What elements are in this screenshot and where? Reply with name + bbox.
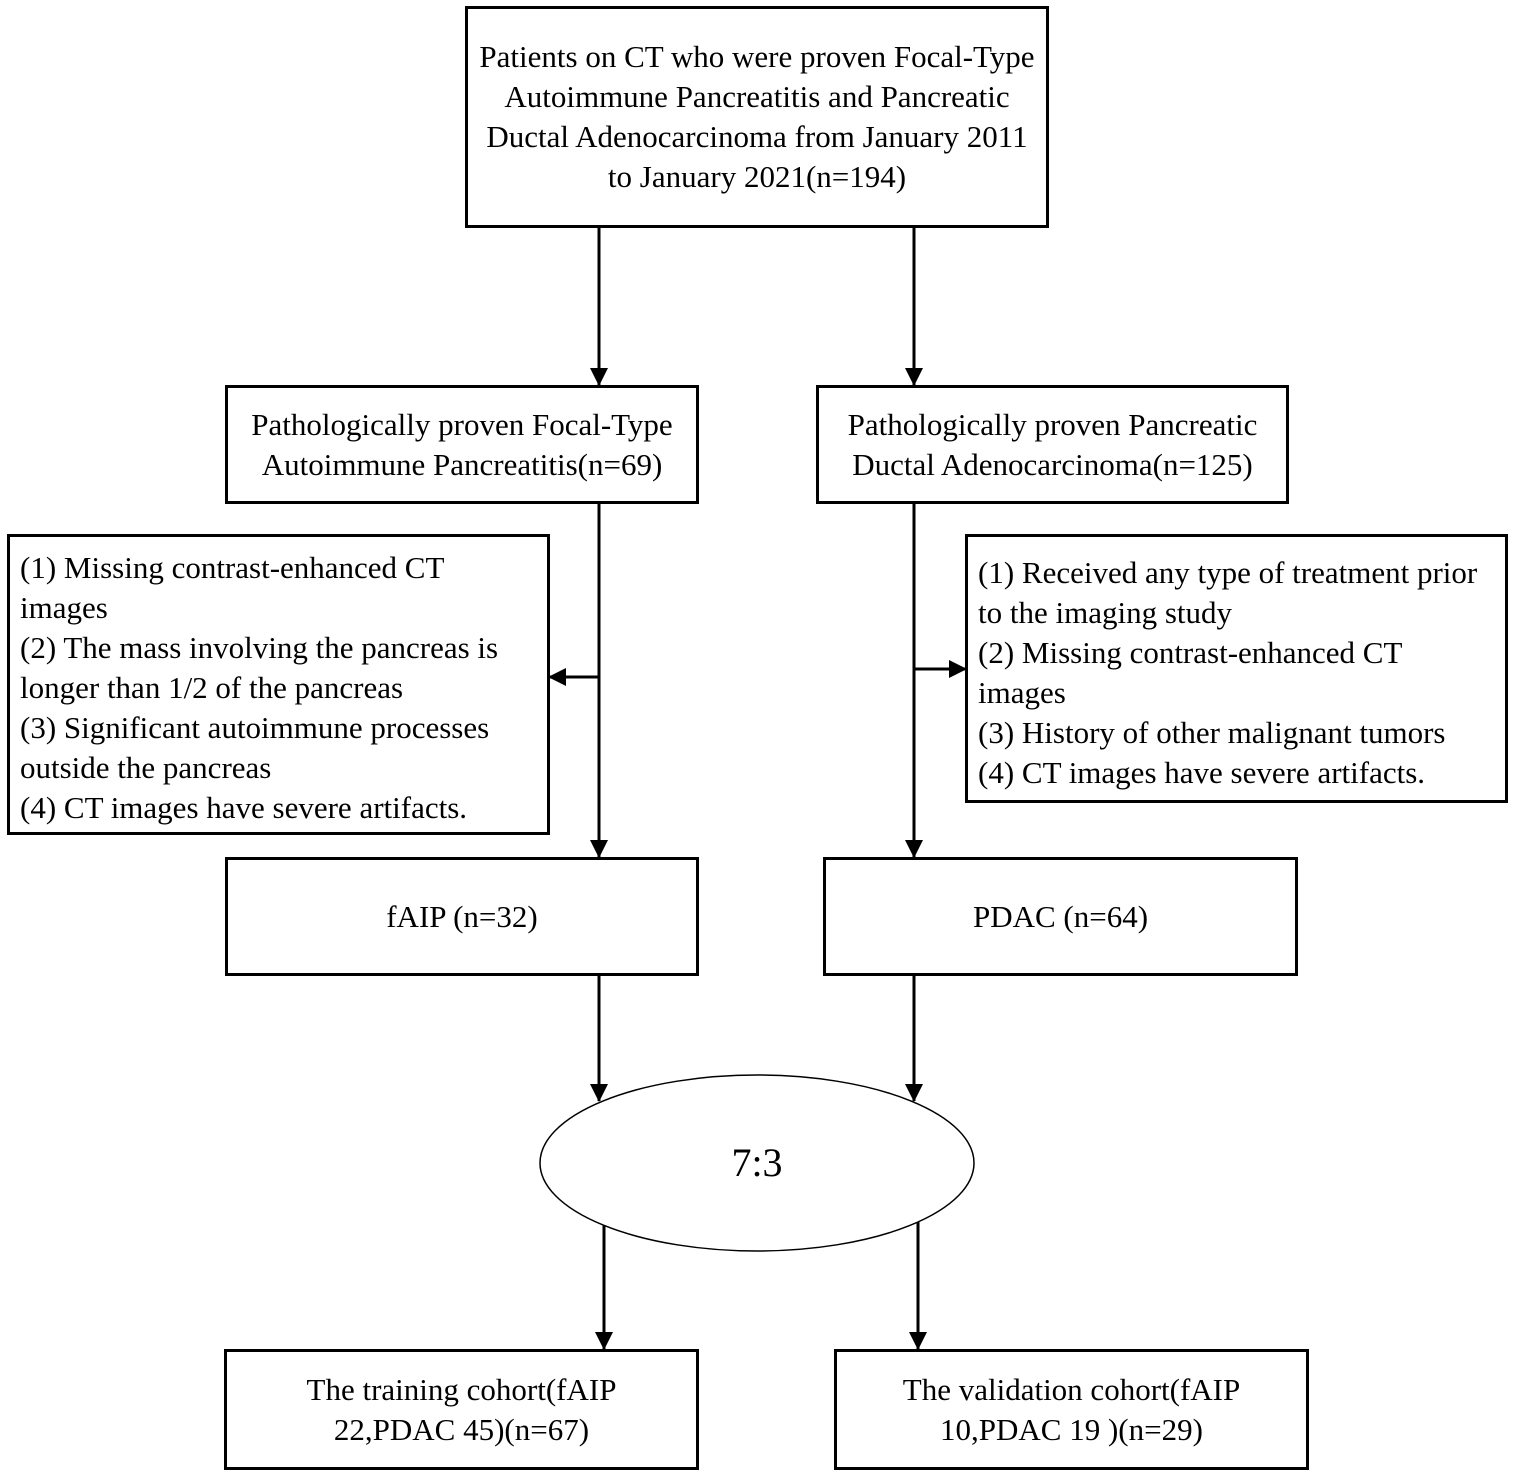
- pdac-exclusions-box: (1) Received any type of treatment prior…: [965, 534, 1508, 803]
- pdac-proven-box: Pathologically proven Pancreatic Ductal …: [816, 385, 1289, 504]
- validation-cohort-text: The validation cohort(fAIP 10,PDAC 19 )(…: [902, 1371, 1241, 1447]
- pdac-exclusion-item: (2) Missing contrast-enhanced CT images: [978, 635, 1402, 710]
- faip-exclusion-item: (4) CT images have severe artifacts.: [20, 790, 468, 825]
- split-ratio-label: 7:3: [731, 1140, 783, 1185]
- faip-exclusions-box: (1) Missing contrast-enhanced CT images …: [7, 534, 550, 835]
- faip-exclusion-item: (2) The mass involving the pancreas is l…: [20, 630, 499, 705]
- pdac-proven-text: Pathologically proven Pancreatic Ductal …: [847, 406, 1258, 482]
- faip-final-box: fAIP (n=32): [225, 857, 699, 976]
- validation-cohort-box: The validation cohort(fAIP 10,PDAC 19 )(…: [834, 1349, 1309, 1470]
- pdac-exclusion-item: (4) CT images have severe artifacts.: [978, 755, 1426, 790]
- source-population-text: Patients on CT who were proven Focal-Typ…: [479, 39, 1035, 194]
- source-population-box: Patients on CT who were proven Focal-Typ…: [465, 6, 1049, 228]
- training-cohort-text: The training cohort(fAIP 22,PDAC 45)(n=6…: [306, 1371, 617, 1447]
- training-cohort-box: The training cohort(fAIP 22,PDAC 45)(n=6…: [224, 1349, 699, 1470]
- pdac-final-box: PDAC (n=64): [823, 857, 1298, 976]
- pdac-exclusion-item: (3) History of other malignant tumors: [978, 715, 1446, 750]
- pdac-exclusion-item: (1) Received any type of treatment prior…: [978, 555, 1478, 630]
- faip-proven-text: Pathologically proven Focal-Type Autoimm…: [251, 406, 673, 482]
- pdac-final-text: PDAC (n=64): [972, 898, 1149, 934]
- faip-exclusion-item: (3) Significant autoimmune processes out…: [20, 710, 490, 785]
- split-ellipse: [539, 1074, 975, 1252]
- faip-final-text: fAIP (n=32): [386, 898, 538, 934]
- faip-exclusion-item: (1) Missing contrast-enhanced CT images: [20, 550, 444, 625]
- faip-proven-box: Pathologically proven Focal-Type Autoimm…: [225, 385, 699, 504]
